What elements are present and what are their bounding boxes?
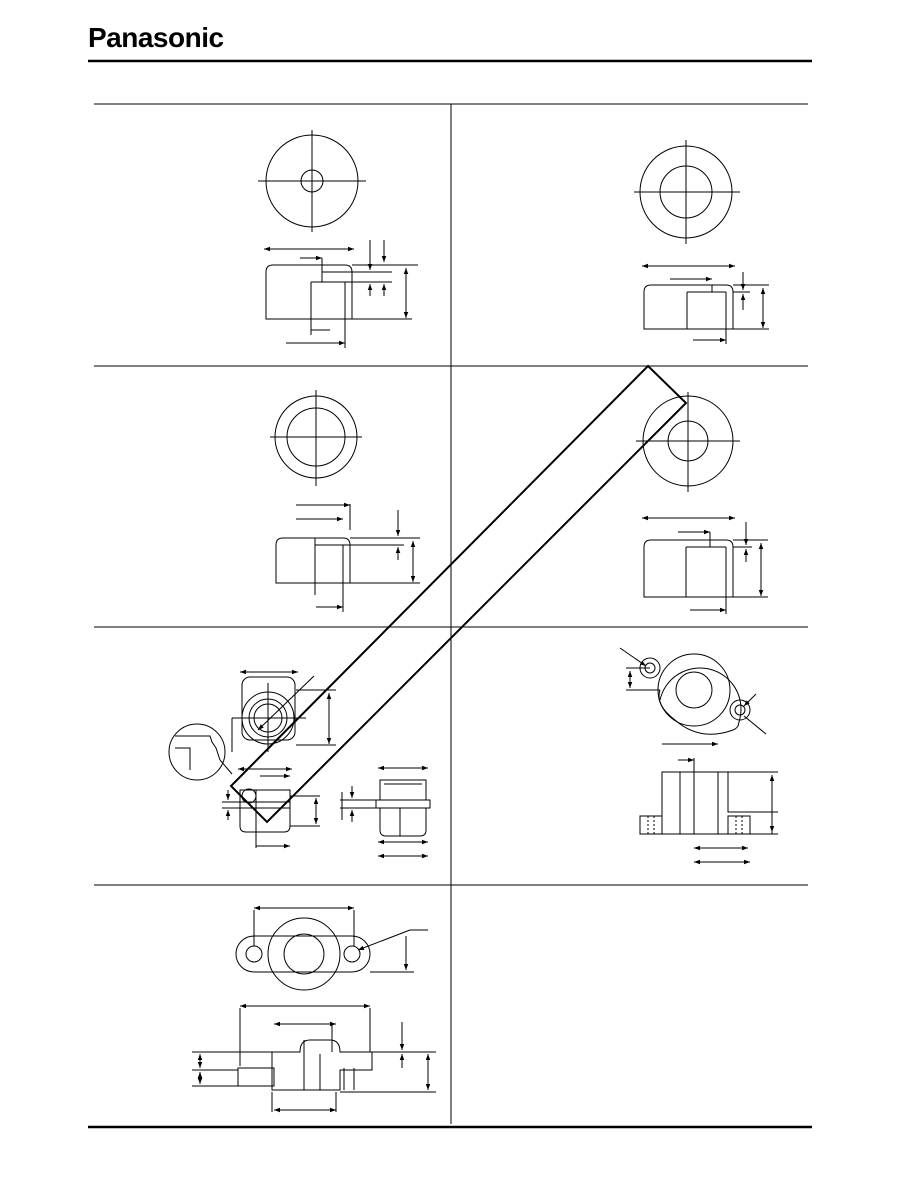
panel-5-drawing [168, 669, 431, 859]
panel-2-drawing [634, 140, 769, 344]
grid-lines [94, 103, 808, 1124]
panel-6-drawing [619, 647, 778, 865]
panel-1-drawing [258, 130, 418, 348]
panel-7-drawing [192, 905, 436, 1113]
brand-logo: Panasonic [88, 22, 224, 53]
panel-4-drawing [636, 392, 768, 614]
panel-3-drawing [270, 390, 420, 612]
diagonal-frame [229, 364, 688, 824]
